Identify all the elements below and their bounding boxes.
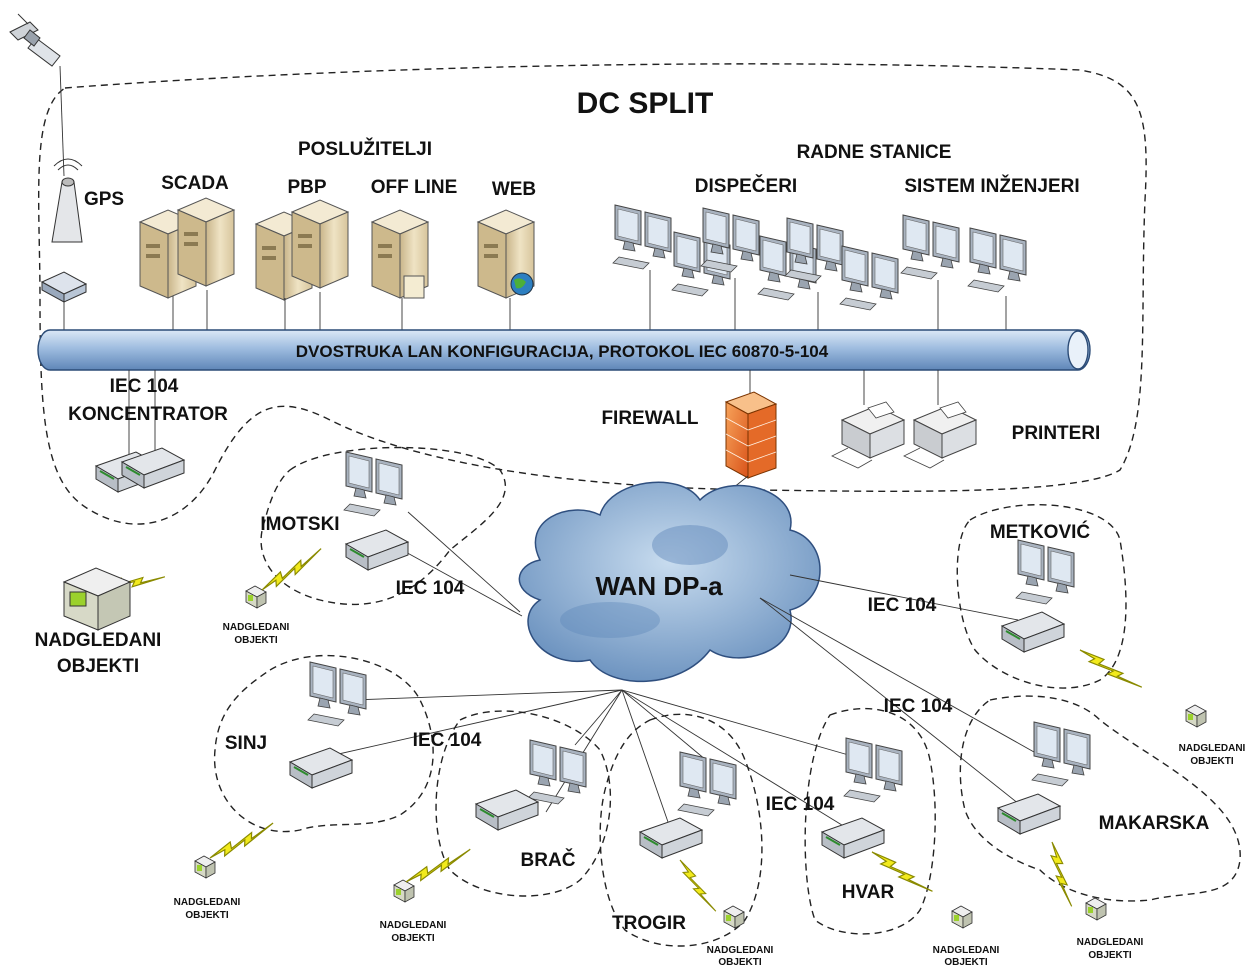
- protocol-label-imotski: IEC 104: [396, 578, 465, 599]
- monitored-objects-label-line2: OBJEKTI: [57, 656, 139, 677]
- site-label-metkovic: METKOVIĆ: [990, 521, 1091, 543]
- site-boundary-hvar: [804, 707, 936, 935]
- lan-label: DVOSTRUKA LAN KONFIGURACIJA, PROTOKOL IE…: [296, 342, 829, 361]
- svg-text:OBJEKTI: OBJEKTI: [391, 933, 435, 944]
- diagram-title: DC SPLIT: [577, 87, 714, 120]
- svg-text:OBJEKTI: OBJEKTI: [234, 635, 278, 646]
- protocol-label-sinj: IEC 104: [413, 730, 482, 751]
- svg-text:NADGLEDANI: NADGLEDANI: [933, 945, 1000, 956]
- concentrator-label-line2: KONCENTRATOR: [68, 404, 228, 425]
- lan-backbone: [37, 329, 1091, 371]
- site-boundary-metkovic: [956, 504, 1127, 689]
- wan-cloud: [518, 481, 821, 683]
- site-metkovic-equipment: [1001, 540, 1207, 728]
- svg-text:OBJEKTI: OBJEKTI: [944, 957, 988, 965]
- server-pbp-icon: [255, 199, 349, 301]
- svg-text:OBJEKTI: OBJEKTI: [1190, 756, 1234, 767]
- site-boundary-imotski: [260, 446, 507, 606]
- lan-drops: [63, 270, 1007, 330]
- gps-antenna-icon: [51, 158, 83, 243]
- server-offline-icon: [371, 209, 429, 299]
- dispatchers-label: DISPEČERI: [695, 175, 797, 197]
- satellite-icon: [9, 13, 61, 67]
- firewall-icon: [724, 391, 778, 479]
- site-sinj-equipment: [194, 662, 366, 879]
- svg-text:NADGLEDANI: NADGLEDANI: [223, 622, 290, 633]
- site-label-trogir: TROGIR: [612, 913, 686, 934]
- wan-links: [311, 511, 1035, 831]
- monitored-object-icon: [62, 567, 132, 631]
- server-label-scada: SCADA: [161, 173, 229, 194]
- protocol-label-hvar: IEC 104: [766, 794, 835, 815]
- workstation-engineers-icon: [901, 215, 1026, 292]
- server-label-offline: OFF LINE: [371, 177, 458, 198]
- svg-text:NADGLEDANI: NADGLEDANI: [1179, 743, 1246, 754]
- wan-label: WAN DP-a: [595, 571, 723, 601]
- protocol-label-metkovic: IEC 104: [868, 595, 937, 616]
- site-label-imotski: IMOTSKI: [260, 514, 339, 535]
- monitored-objects-label-line1: NADGLEDANI: [35, 630, 162, 651]
- svg-text:OBJEKTI: OBJEKTI: [185, 910, 229, 921]
- printers-label: PRINTERI: [1012, 423, 1101, 444]
- site-boundary-sinj: [213, 654, 434, 833]
- site-boundary-trogir: [599, 713, 763, 947]
- concentrator-icon: [95, 447, 185, 493]
- svg-text:NADGLEDANI: NADGLEDANI: [174, 897, 241, 908]
- svg-text:OBJEKTI: OBJEKTI: [1088, 950, 1132, 961]
- site-label-brac: BRAČ: [521, 849, 576, 871]
- site-label-sinj: SINJ: [225, 733, 267, 754]
- dc-split-boundary: [37, 63, 1147, 525]
- server-web-icon: [477, 209, 535, 299]
- server-label-web: WEB: [492, 179, 536, 200]
- site-makarska-equipment: [997, 722, 1107, 921]
- engineers-label: SISTEM INŽENJERI: [904, 175, 1079, 197]
- svg-text:NADGLEDANI: NADGLEDANI: [1077, 937, 1144, 948]
- concentrator-label-line1: IEC 104: [110, 376, 179, 397]
- printer-icon: [831, 401, 977, 469]
- monitored-label-sinj: NADGLEDANI OBJEKTI: [174, 897, 241, 921]
- monitored-label-brac: NADGLEDANI OBJEKTI: [380, 920, 447, 944]
- server-scada-icon: [139, 197, 235, 299]
- svg-text:NADGLEDANI: NADGLEDANI: [707, 945, 774, 956]
- site-boundary-brac: [435, 710, 612, 897]
- monitored-label-makarska: NADGLEDANI OBJEKTI: [1077, 937, 1144, 961]
- monitored-label-hvar: NADGLEDANI OBJEKTI: [933, 945, 1000, 965]
- servers-group-label: POSLUŽITELJI: [298, 138, 432, 160]
- protocol-label-makarska: IEC 104: [884, 696, 953, 717]
- svg-text:NADGLEDANI: NADGLEDANI: [380, 920, 447, 931]
- monitored-label-trogir: NADGLEDANI OBJEKTI: [707, 945, 774, 965]
- firewall-label: FIREWALL: [601, 408, 698, 429]
- svg-text:OBJEKTI: OBJEKTI: [718, 957, 762, 965]
- workstation-dispatchers-icon: [613, 205, 898, 310]
- site-label-makarska: MAKARSKA: [1099, 813, 1210, 834]
- site-label-hvar: HVAR: [842, 882, 895, 903]
- site-trogir-equipment: [639, 752, 745, 929]
- monitored-label-imotski: NADGLEDANI OBJEKTI: [223, 622, 290, 646]
- gps-cable: [59, 65, 65, 177]
- monitored-label-metkovic: NADGLEDANI OBJEKTI: [1179, 743, 1246, 767]
- gps-receiver-icon: [40, 271, 88, 303]
- site-boundary-makarska: [959, 695, 1241, 902]
- gps-label: GPS: [84, 189, 124, 210]
- workstations-group-label: RADNE STANICE: [797, 142, 952, 163]
- server-label-pbp: PBP: [287, 177, 326, 198]
